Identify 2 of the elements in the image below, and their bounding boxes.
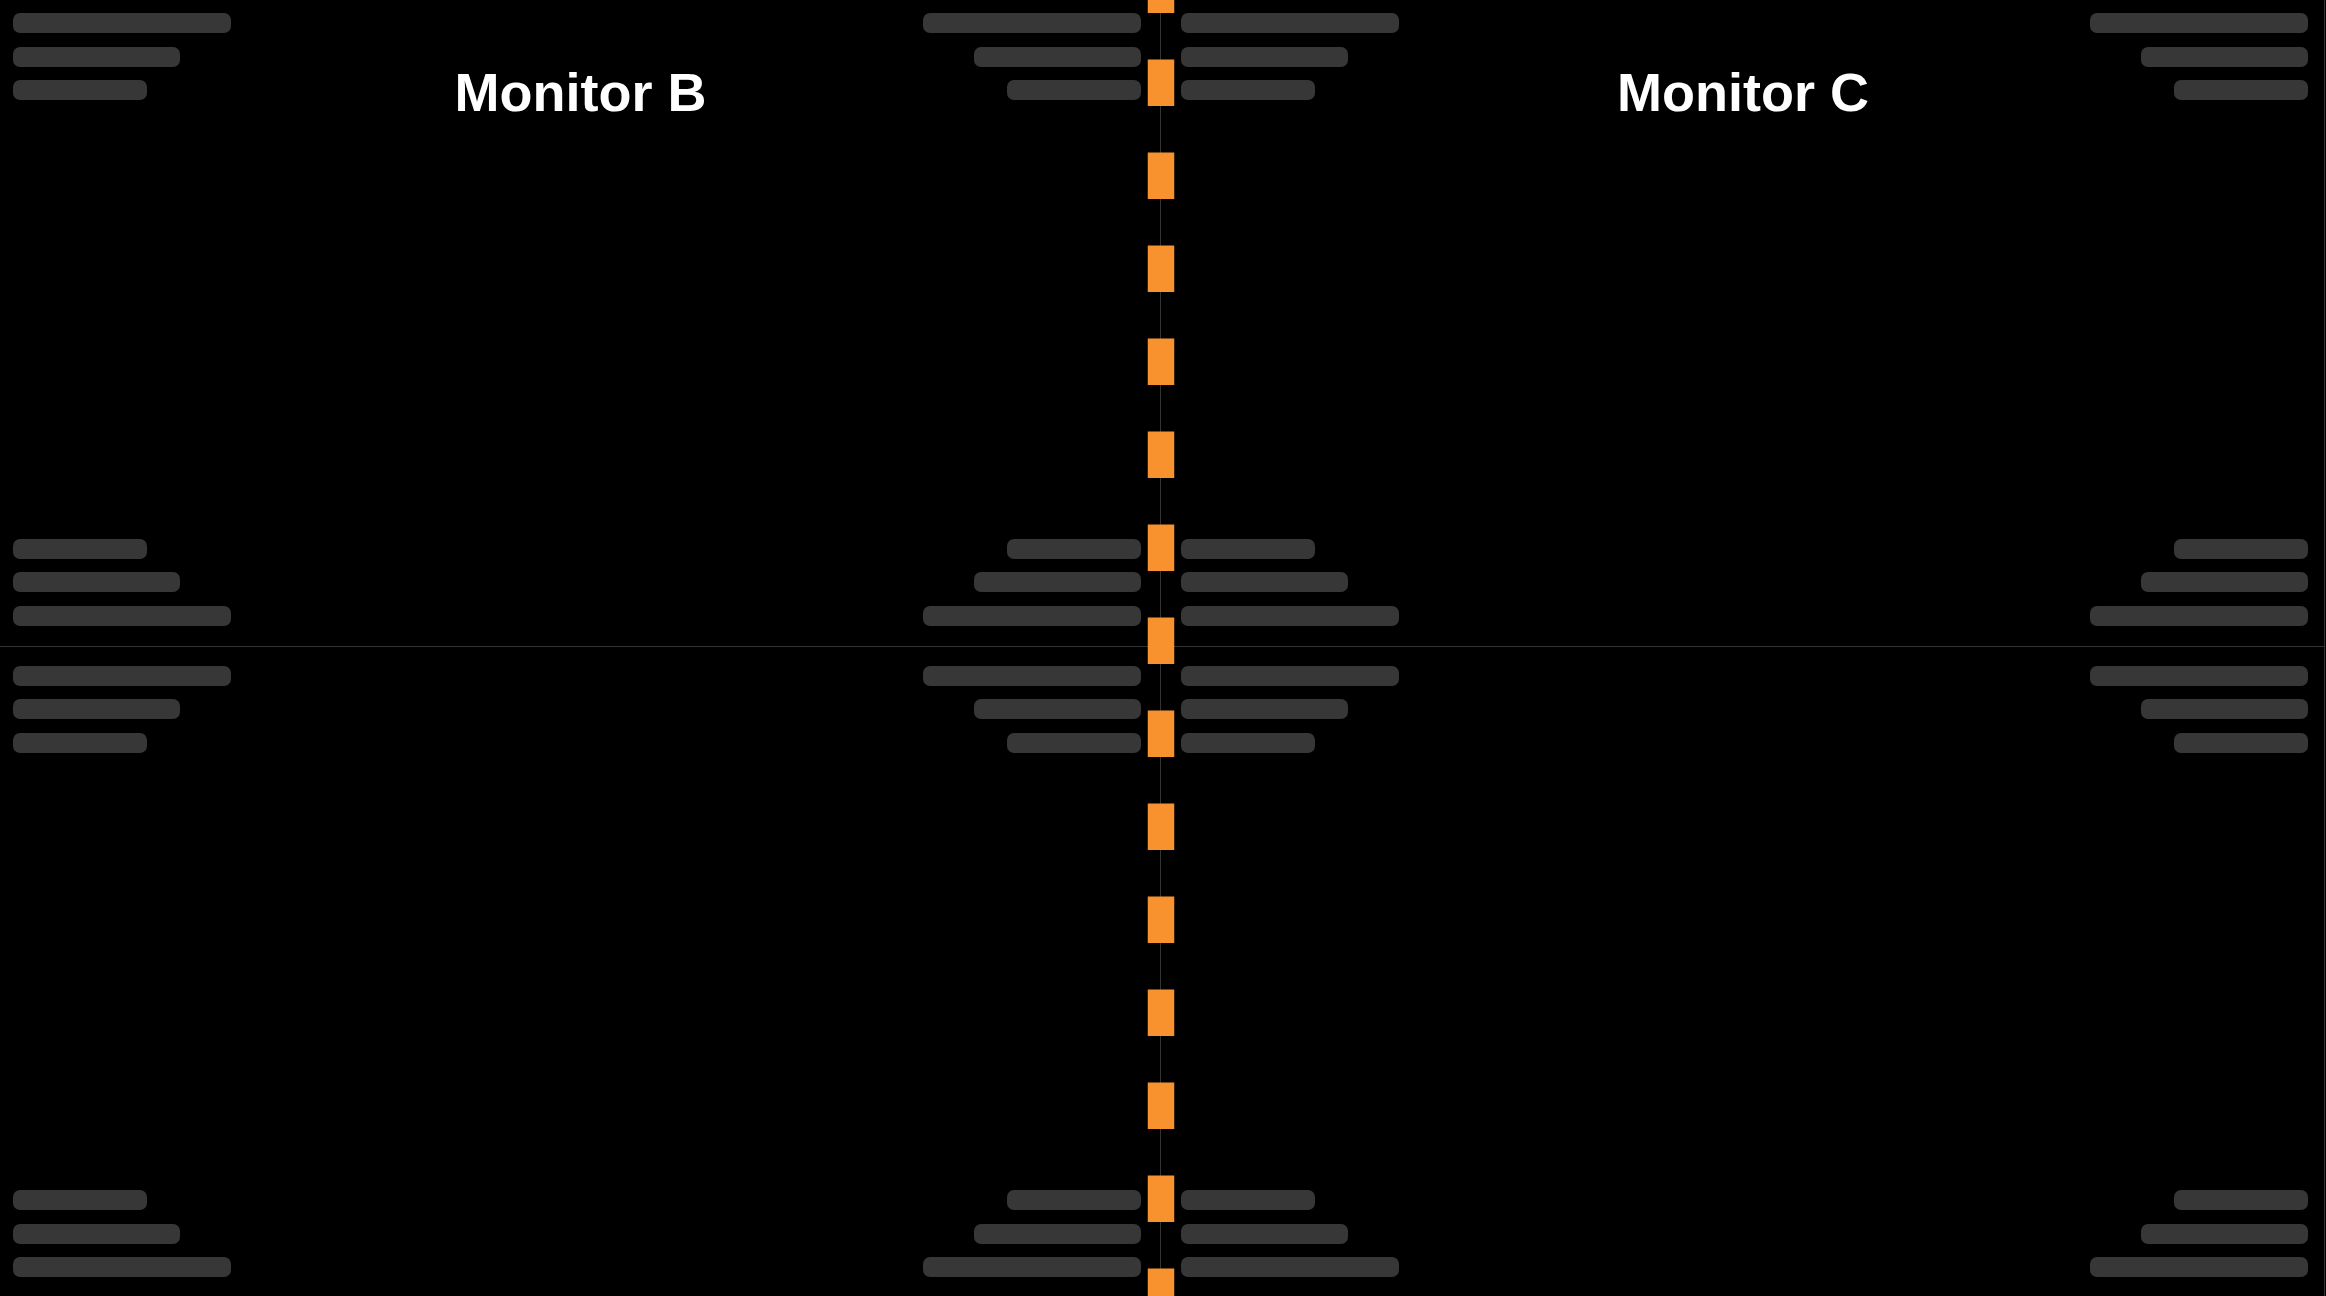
screen-title: Monitor C bbox=[1617, 61, 1869, 124]
screen-title: Monitor B bbox=[454, 61, 707, 124]
